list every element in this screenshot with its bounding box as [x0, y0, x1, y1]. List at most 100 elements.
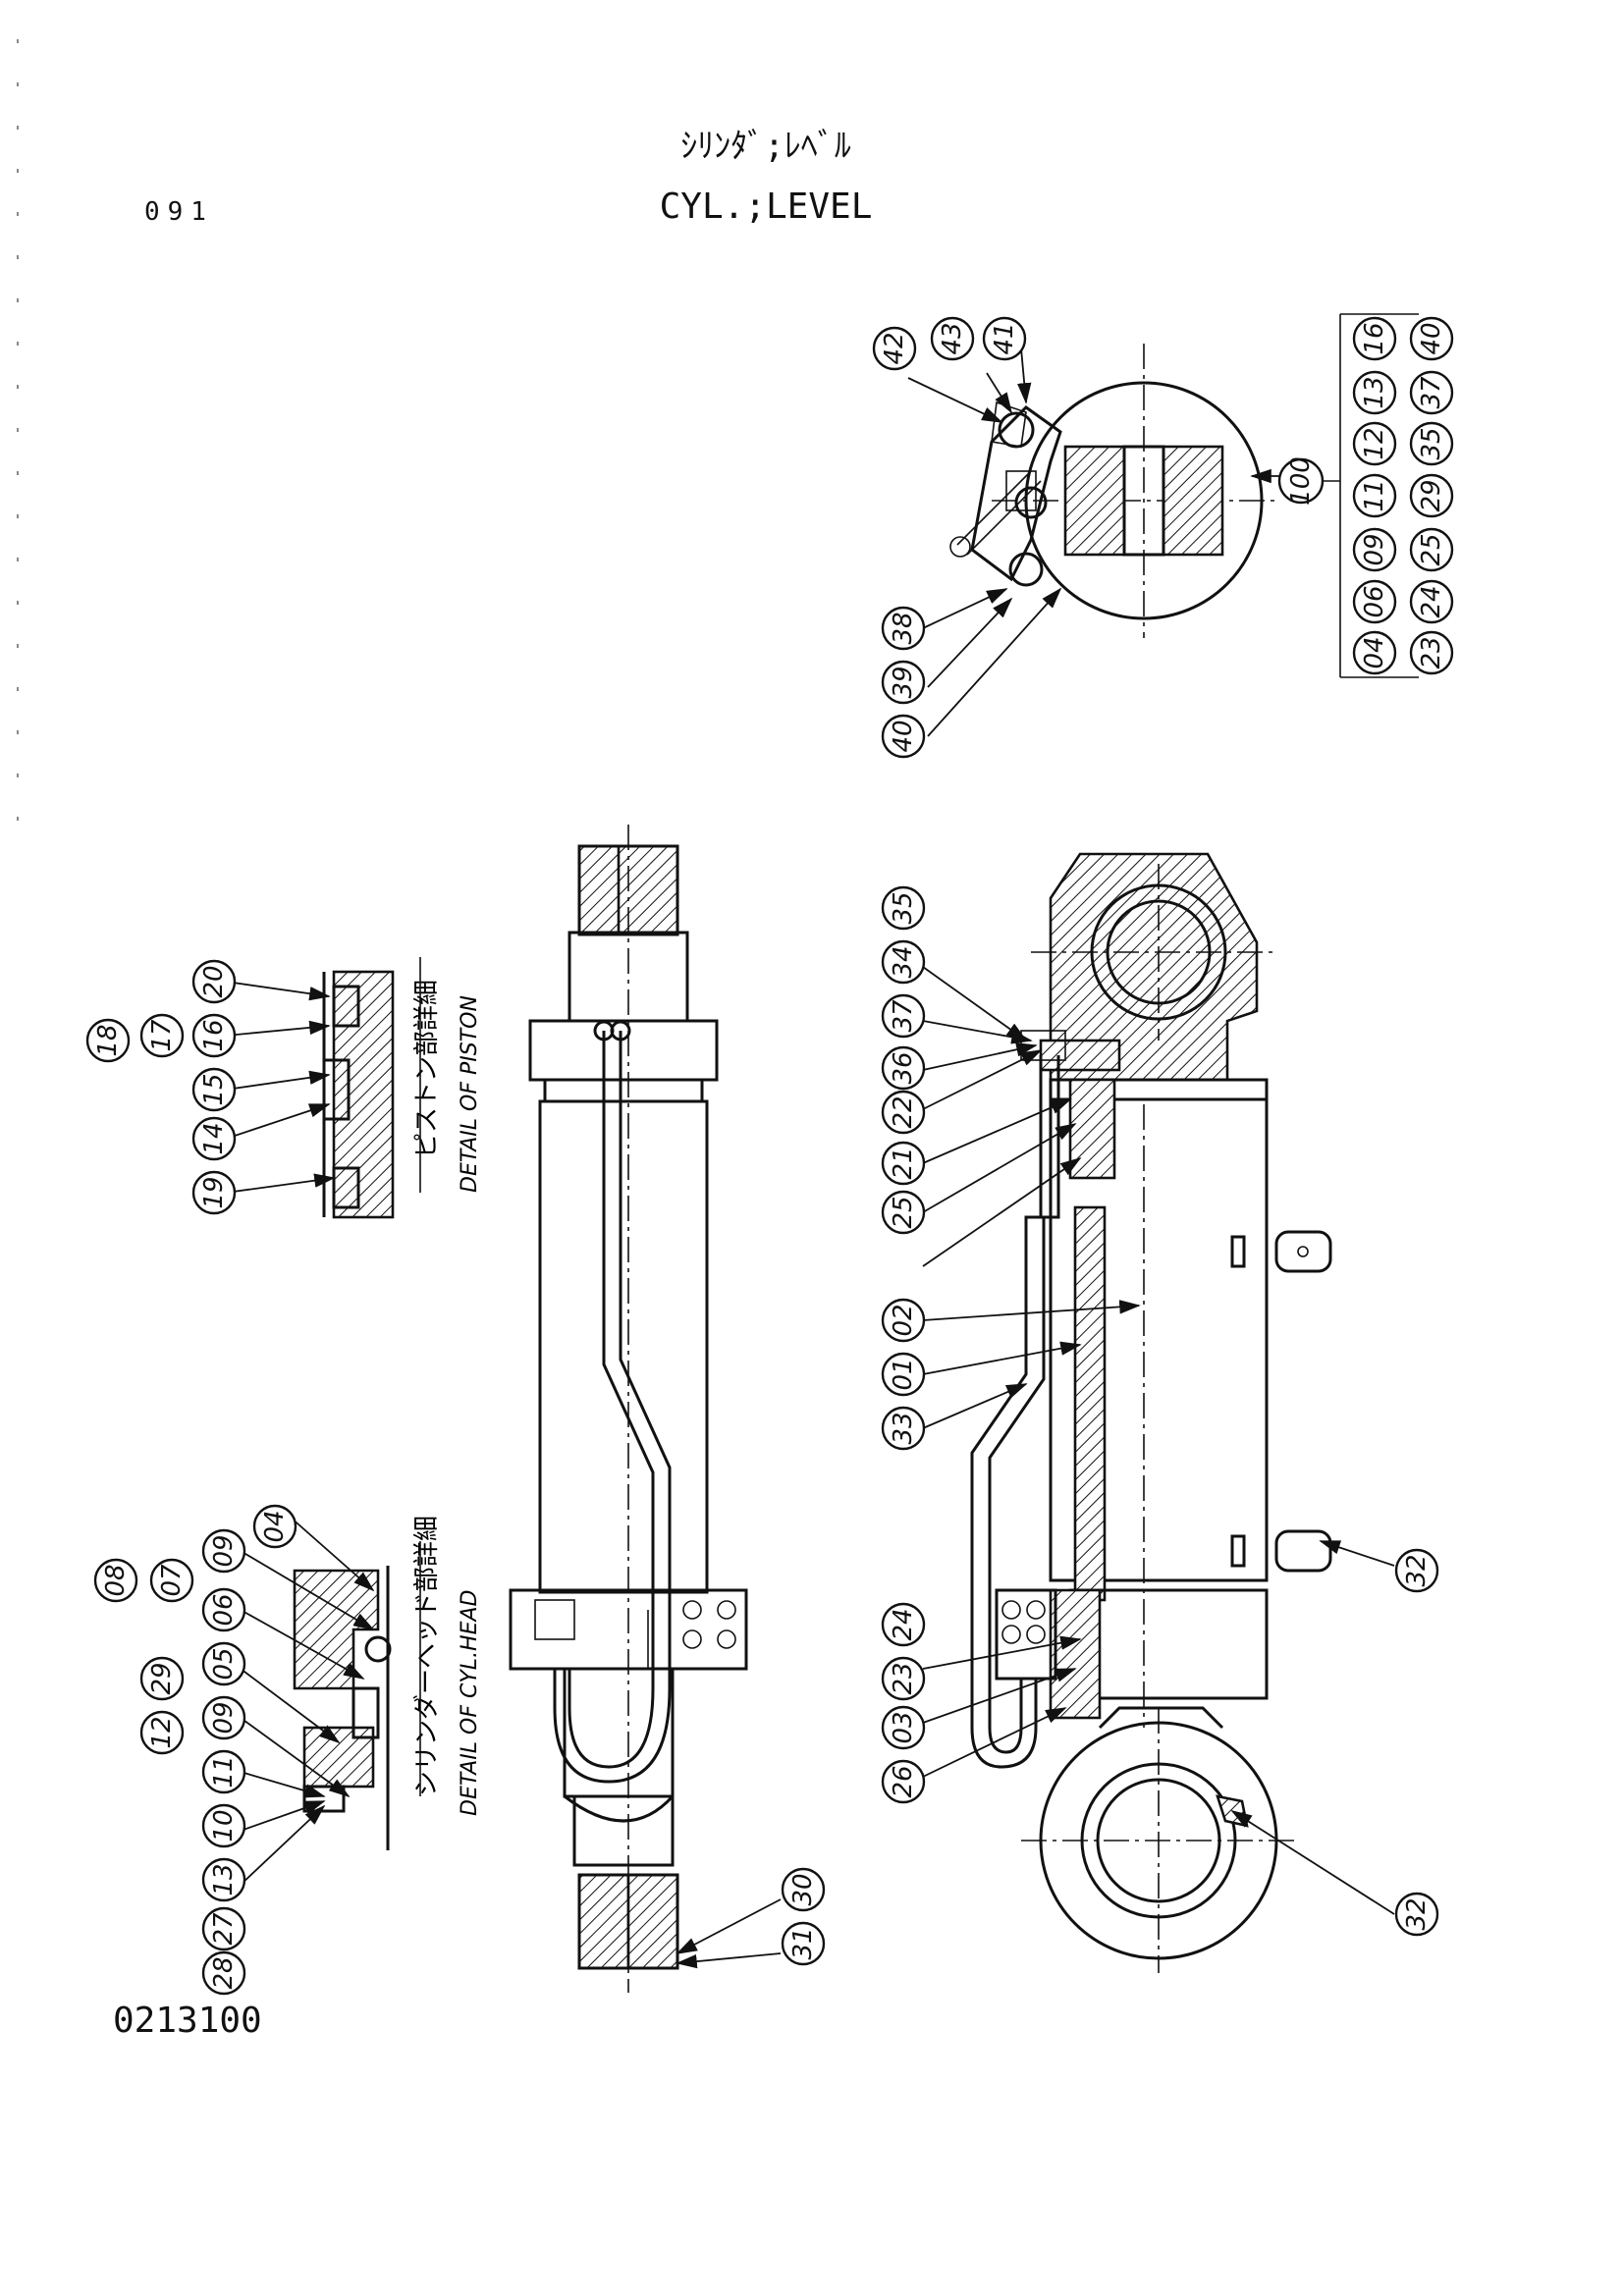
- svg-text:23: 23: [1417, 636, 1446, 668]
- callout-31: 31: [781, 1921, 826, 1966]
- kit-item: 12: [1352, 421, 1397, 466]
- svg-text:37: 37: [1417, 376, 1446, 409]
- middle-cylinder-view: [509, 825, 748, 1993]
- svg-text:05: 05: [209, 1647, 239, 1680]
- svg-text:43: 43: [938, 322, 967, 354]
- svg-text:35: 35: [1417, 427, 1446, 459]
- callout-03: 03: [881, 1705, 926, 1750]
- svg-text:13: 13: [209, 1863, 239, 1896]
- svg-text:12: 12: [147, 1716, 177, 1748]
- svg-text:39: 39: [889, 666, 918, 698]
- callout-09a: 09: [201, 1528, 246, 1574]
- callout-14: 14: [191, 1116, 237, 1161]
- svg-text:37: 37: [889, 999, 918, 1033]
- kit-item: 24: [1409, 579, 1454, 624]
- end-view: [949, 344, 1276, 638]
- callout-33: 33: [881, 1406, 926, 1451]
- callout-04: 04: [252, 1504, 298, 1549]
- callout-16: 16: [191, 1013, 237, 1058]
- callout-13: 13: [201, 1857, 246, 1902]
- svg-text:36: 36: [889, 1051, 918, 1084]
- kit-item: 23: [1409, 630, 1454, 675]
- callout-20: 20: [191, 959, 237, 1004]
- main-view-callouts: 35 34 37 36 22 21 25 02 01 33 32 24 23 0…: [881, 885, 1439, 1937]
- callout-22: 22: [881, 1090, 926, 1135]
- svg-text:30: 30: [788, 1873, 818, 1905]
- svg-text:100: 100: [1286, 456, 1316, 506]
- callout-02: 02: [881, 1298, 926, 1343]
- callout-32a: 32: [1394, 1548, 1439, 1593]
- callout-07: 07: [149, 1558, 194, 1603]
- kit-item: 40: [1409, 316, 1454, 361]
- svg-text:06: 06: [209, 1593, 239, 1626]
- head-caption-en: DETAIL OF CYL.HEAD: [458, 1590, 482, 1817]
- callout-38: 38: [881, 606, 926, 651]
- svg-text:23: 23: [889, 1662, 918, 1694]
- callout-18: 18: [85, 1018, 131, 1063]
- svg-text:29: 29: [1417, 479, 1446, 511]
- piston-caption-jp: ピストン部詳細: [412, 980, 442, 1158]
- page-code: 091: [144, 197, 214, 227]
- callout-42: 42: [872, 326, 917, 371]
- svg-text:35: 35: [889, 891, 918, 924]
- callout-28: 28: [201, 1950, 246, 1996]
- leader-lines: [225, 347, 1395, 1969]
- callout-37: 37: [881, 993, 926, 1039]
- svg-text:09: 09: [1360, 533, 1389, 565]
- title-japanese: ｼﾘﾝﾀﾞ;ﾚﾍﾞﾙ: [680, 127, 850, 166]
- callout-32b: 32: [1394, 1892, 1439, 1937]
- callout-39: 39: [881, 660, 926, 705]
- callout-21: 21: [881, 1141, 926, 1186]
- kit-item: 16: [1352, 316, 1397, 361]
- callout-19: 19: [191, 1170, 237, 1215]
- piston-detail: ピストン部詳細 DETAIL OF PISTON: [322, 957, 482, 1219]
- svg-text:34: 34: [889, 945, 918, 978]
- callout-08: 08: [93, 1558, 138, 1603]
- svg-text:32: 32: [1402, 1897, 1432, 1930]
- svg-text:21: 21: [889, 1147, 918, 1179]
- kit-bracket: [1319, 313, 1419, 678]
- svg-text:20: 20: [199, 965, 229, 997]
- svg-text:26: 26: [889, 1765, 918, 1797]
- piston-detail-callouts: 18 17 16 15 14 19 20: [85, 959, 237, 1215]
- svg-text:03: 03: [889, 1711, 918, 1743]
- callout-11: 11: [201, 1749, 246, 1794]
- svg-text:31: 31: [788, 1927, 818, 1959]
- svg-text:16: 16: [1360, 322, 1389, 354]
- title-english: CYL.;LEVEL: [660, 187, 873, 227]
- callout-10: 10: [201, 1803, 246, 1848]
- drawing-number: 0213100: [113, 2001, 262, 2041]
- svg-text:11: 11: [1360, 479, 1389, 511]
- callout-27: 27: [201, 1906, 246, 1951]
- callout-34: 34: [881, 939, 926, 985]
- svg-text:27: 27: [209, 1912, 239, 1946]
- cyl-head-detail: シリンダーヘッド部詳細 DETAIL OF CYL.HEAD: [293, 1516, 482, 1850]
- svg-text:22: 22: [889, 1095, 918, 1128]
- callout-06: 06: [201, 1587, 246, 1632]
- svg-text:01: 01: [889, 1358, 918, 1390]
- callout-41: 41: [982, 316, 1027, 361]
- callout-09b: 09: [201, 1695, 246, 1740]
- callout-05: 05: [201, 1641, 246, 1686]
- callout-12: 12: [139, 1710, 185, 1755]
- svg-text:09: 09: [209, 1701, 239, 1734]
- kit-item: 13: [1352, 370, 1397, 415]
- svg-text:17: 17: [147, 1019, 177, 1052]
- svg-text:04: 04: [1360, 636, 1389, 668]
- svg-text:33: 33: [889, 1412, 918, 1444]
- kit-item: 11: [1352, 473, 1397, 518]
- callout-36: 36: [881, 1045, 926, 1091]
- svg-text:11: 11: [209, 1755, 239, 1788]
- kit-item: 09: [1352, 527, 1397, 572]
- main-cylinder-section: [970, 852, 1332, 1973]
- callout-26: 26: [881, 1759, 926, 1804]
- svg-text:19: 19: [199, 1176, 229, 1208]
- piston-caption-en: DETAIL OF PISTON: [458, 995, 482, 1193]
- svg-text:12: 12: [1360, 427, 1389, 459]
- callout-25: 25: [881, 1190, 926, 1235]
- kit-item: 04: [1352, 630, 1397, 675]
- svg-text:14: 14: [199, 1122, 229, 1154]
- svg-text:28: 28: [209, 1956, 239, 1989]
- head-detail-callouts: 08 07 06 09 04 05 12 29 09 11 10 13 27 2…: [93, 1504, 298, 1996]
